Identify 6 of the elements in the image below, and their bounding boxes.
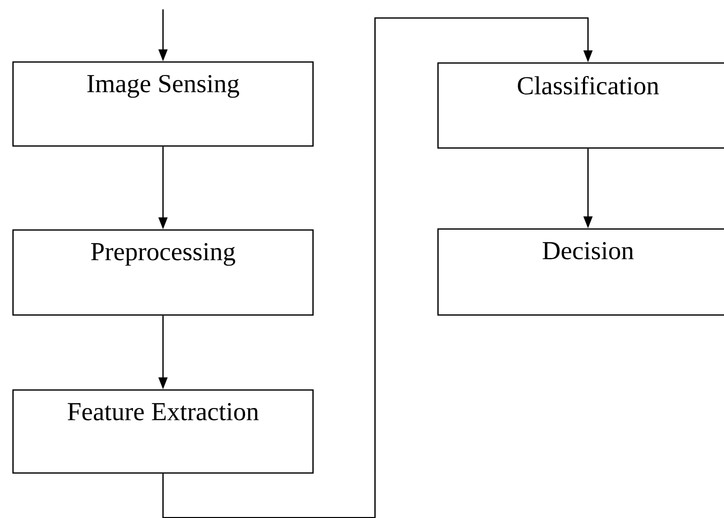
process-box: Preprocessing <box>12 229 314 316</box>
process-box: Image Sensing <box>12 61 314 147</box>
process-box: Classification <box>437 62 724 149</box>
arrow <box>162 17 593 518</box>
process-box: Decision <box>437 228 724 316</box>
process-box: Feature Extraction <box>12 389 314 474</box>
